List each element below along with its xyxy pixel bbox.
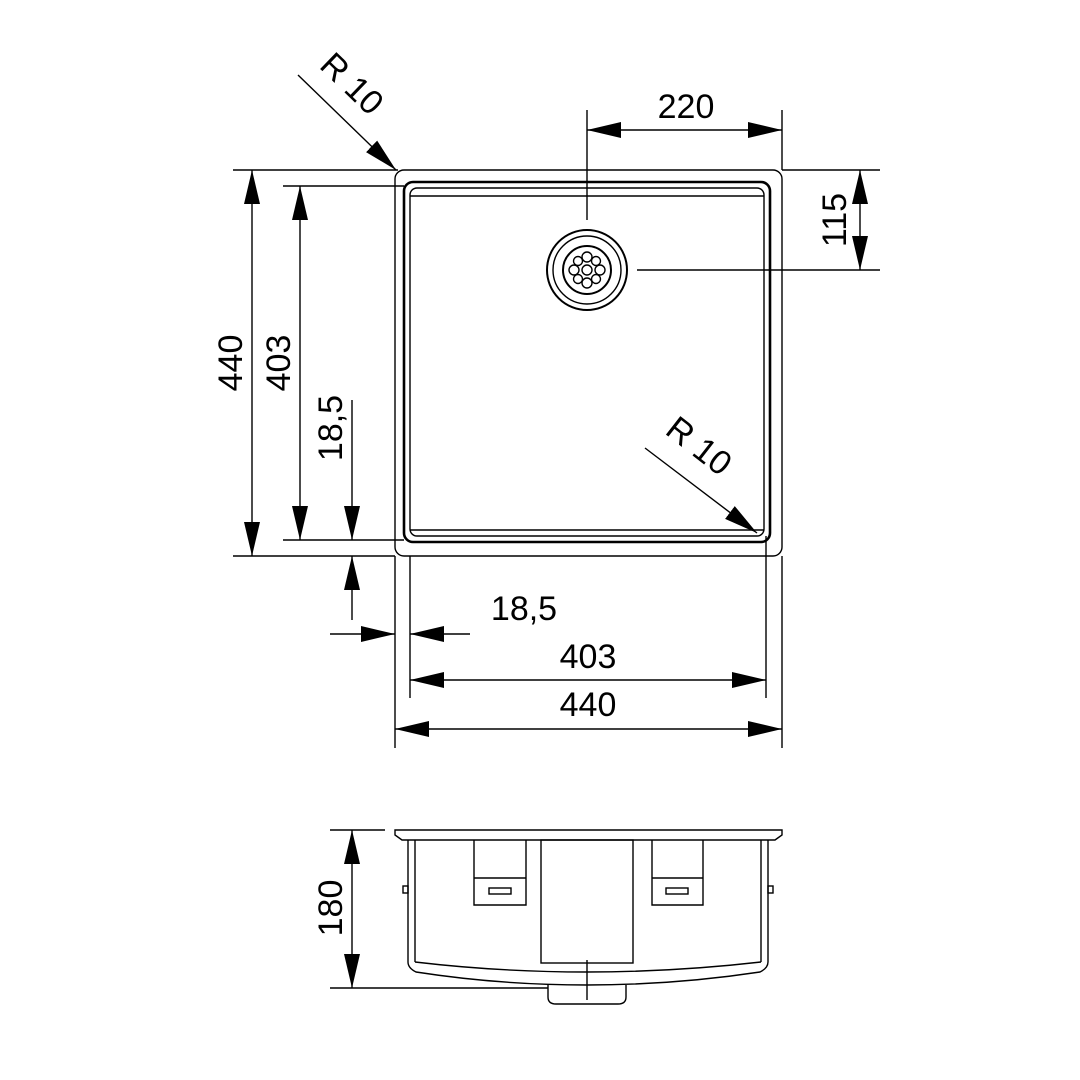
side-view: 180 [312, 829, 783, 1005]
sink-bowl-inner-line [409, 187, 765, 537]
radius-label-outer: R 10 [313, 45, 391, 122]
dim-label-outer-height: 440 [212, 335, 250, 392]
dim-label-depth: 180 [312, 880, 350, 937]
radius-leader-outer [297, 74, 397, 171]
dim-label-drain-x: 220 [658, 88, 715, 126]
drain-pipe [540, 839, 634, 964]
mounting-clip-right [651, 840, 704, 906]
radius-label-inner: R 10 [659, 409, 739, 483]
dim-label-left-offset: 18,5 [491, 590, 557, 628]
dim-label-inner-height: 403 [260, 335, 298, 392]
drain-icon [546, 229, 628, 311]
sink-outer-rim [394, 169, 783, 557]
top-view: 440 403 18,5 18,5 403 440 220 115 R 10 R… [212, 45, 880, 748]
dim-label-inner-width: 403 [560, 638, 617, 676]
dim-label-outer-width: 440 [560, 686, 617, 724]
dim-label-drain-y: 115 [816, 193, 854, 247]
mounting-clip-left [473, 840, 527, 906]
radius-leader-inner [644, 447, 758, 534]
dim-label-bottom-offset: 18,5 [312, 395, 350, 461]
drain-cap [547, 985, 627, 1005]
